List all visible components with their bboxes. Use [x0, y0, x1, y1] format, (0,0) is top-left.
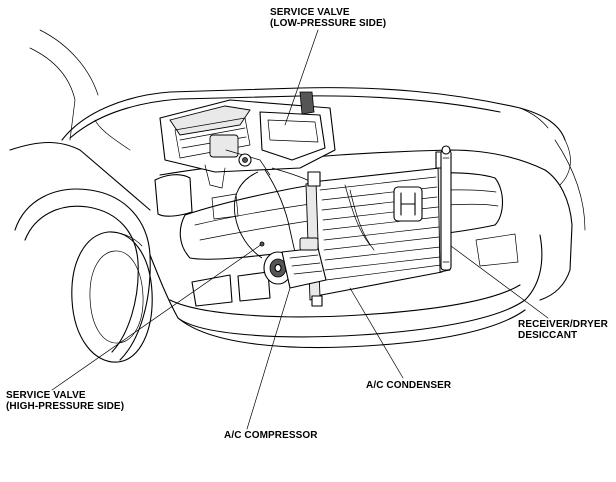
- label-service-valve-low-line2: (LOW-PRESSURE SIDE): [270, 18, 387, 29]
- label-receiver-dryer-line2: DESICCANT: [518, 330, 578, 341]
- label-ac-compressor: A/C COMPRESSOR: [224, 430, 318, 441]
- vehicle-body: [9, 29, 586, 363]
- label-service-valve-high-line2: (HIGH-PRESSURE SIDE): [6, 401, 125, 412]
- label-ac-compressor-text: A/C COMPRESSOR: [224, 430, 318, 441]
- leader-service-valve-low: [284, 29, 319, 126]
- label-receiver-dryer-line1: RECEIVER/DRYER: [518, 319, 608, 330]
- honda-emblem: [344, 184, 423, 251]
- label-ac-condenser-text: A/C CONDENSER: [366, 380, 452, 391]
- label-service-valve-low: SERVICE VALVE (LOW-PRESSURE SIDE): [270, 7, 386, 29]
- evaporator-unit: [159, 91, 336, 189]
- leader-receiver-dryer: [450, 245, 549, 319]
- receiver-dryer: [440, 145, 452, 271]
- label-service-valve-high-line1: SERVICE VALVE: [6, 390, 86, 401]
- ac-compressor: [263, 237, 327, 289]
- leader-ac-condenser: [349, 287, 404, 379]
- leader-ac-compressor: [246, 287, 291, 430]
- callout-lines: [51, 29, 549, 430]
- label-service-valve-low-line1: SERVICE VALVE: [270, 7, 350, 18]
- ac-condenser: [305, 151, 451, 307]
- label-ac-condenser: A/C CONDENSER: [366, 380, 451, 391]
- leader-service-valve-high: [51, 243, 263, 391]
- label-receiver-dryer: RECEIVER/DRYER DESICCANT: [518, 319, 608, 341]
- label-service-valve-high: SERVICE VALVE (HIGH-PRESSURE SIDE): [6, 390, 124, 412]
